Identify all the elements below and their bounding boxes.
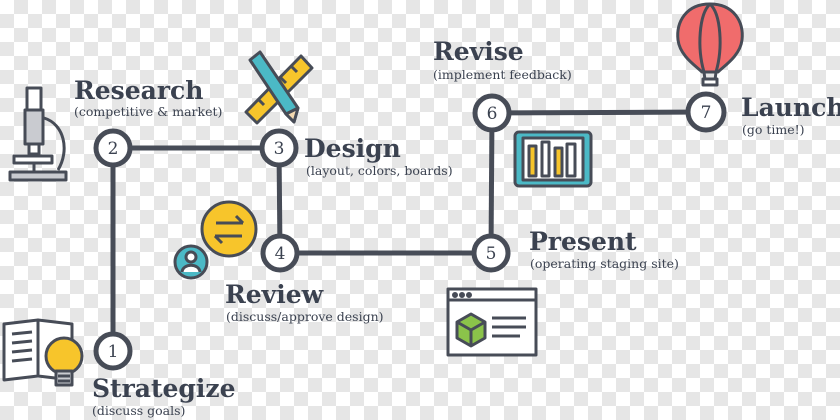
step-title-6: Revise — [433, 38, 524, 66]
step-title-5: Present — [529, 228, 637, 256]
microscope-icon — [10, 88, 66, 180]
step-subtitle-4: (discuss/approve design) — [226, 310, 384, 324]
step-number-7: 7 — [701, 103, 712, 123]
step-node-2: 2 — [96, 131, 130, 165]
pencil-ruler-icon — [246, 52, 312, 123]
step-number-4: 4 — [275, 244, 286, 264]
step-title-7: Launch — [741, 94, 840, 122]
step-node-4: 4 — [263, 236, 297, 270]
step-subtitle-1: (discuss goals) — [92, 404, 185, 418]
step-node-5: 5 — [474, 236, 508, 270]
step-number-6: 6 — [487, 104, 498, 124]
step-subtitle-2: (competitive & market) — [74, 105, 222, 119]
review-exchange-icon — [175, 202, 256, 278]
step-node-1: 1 — [96, 334, 130, 368]
step-node-7: 7 — [688, 94, 724, 130]
step-title-4: Review — [225, 281, 323, 309]
connector-6-7 — [492, 112, 706, 113]
lightbulb-book-icon — [4, 320, 82, 385]
hot-air-balloon-icon — [678, 4, 742, 85]
step-title-2: Research — [74, 77, 203, 105]
step-title-1: Strategize — [92, 375, 236, 403]
step-number-1: 1 — [108, 342, 119, 362]
step-subtitle-7: (go time!) — [742, 123, 805, 137]
step-subtitle-5: (operating staging site) — [530, 257, 679, 271]
step-node-3: 3 — [262, 131, 296, 165]
step-number-3: 3 — [274, 139, 285, 159]
step-title-3: Design — [304, 135, 401, 163]
step-node-6: 6 — [475, 96, 509, 130]
connector-5-6 — [491, 113, 492, 253]
step-subtitle-6: (implement feedback) — [433, 68, 572, 82]
tablet-tools-icon — [515, 132, 591, 186]
step-number-2: 2 — [108, 139, 119, 159]
step-number-5: 5 — [486, 244, 497, 264]
step-subtitle-3: (layout, colors, boards) — [306, 164, 453, 178]
browser-window-icon — [448, 289, 536, 355]
